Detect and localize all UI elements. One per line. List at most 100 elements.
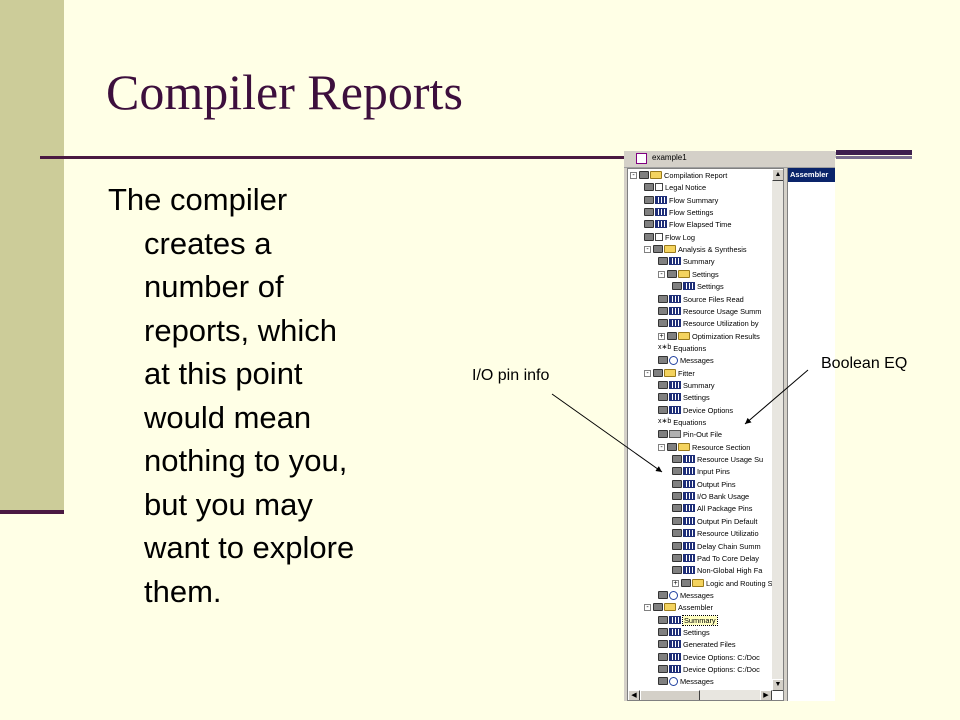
folder-icon <box>678 443 690 452</box>
printer-icon <box>672 467 682 476</box>
tree-item[interactable]: Pad To Core Delay <box>672 553 759 565</box>
tree-item-label: Generated Files <box>683 640 736 649</box>
tree-item[interactable]: +Optimization Results <box>658 331 760 343</box>
tree-item[interactable]: Messages <box>658 676 714 688</box>
body-line: creates a <box>144 225 272 261</box>
horizontal-scrollbar[interactable]: ◀ ▶ <box>628 690 772 700</box>
table-icon <box>655 196 667 205</box>
tree-item[interactable]: -Analysis & Synthesis <box>644 244 747 256</box>
tree-item[interactable]: Non-Global High Fa <box>672 565 762 577</box>
printer-icon <box>658 257 668 266</box>
tree-item[interactable]: Output Pins <box>672 479 736 491</box>
tree-item[interactable]: Messages <box>658 355 714 367</box>
printer-icon <box>681 579 691 588</box>
tree-item[interactable]: Source Files Read <box>658 294 744 306</box>
tree-item[interactable]: Settings <box>658 627 710 639</box>
tree-item[interactable]: Resource Utilization by <box>658 318 759 330</box>
scroll-left-icon[interactable]: ◀ <box>628 690 640 700</box>
folder-icon <box>664 369 676 378</box>
printer-icon <box>667 443 677 452</box>
scroll-down-icon[interactable]: ▼ <box>772 679 783 691</box>
tree-item[interactable]: Flow Log <box>644 232 695 244</box>
scroll-up-icon[interactable]: ▲ <box>772 169 783 181</box>
printer-icon <box>672 554 682 563</box>
printer-icon <box>658 628 668 637</box>
scroll-right-icon[interactable]: ▶ <box>760 690 772 700</box>
window-header: example1 <box>624 151 835 168</box>
tree-item[interactable]: Delay Chain Summ <box>672 541 761 553</box>
tree-item[interactable]: Flow Settings <box>644 207 713 219</box>
table-icon <box>669 640 681 649</box>
tree-item-label: Messages <box>680 356 714 365</box>
tree-item[interactable]: Resource Usage Su <box>672 454 763 466</box>
tree-item-label: Summary <box>683 381 715 390</box>
content-header: Assembler <box>788 168 835 182</box>
tree-item[interactable]: Summary <box>658 615 718 627</box>
tree-item[interactable]: All Package Pins <box>672 503 752 515</box>
table-icon <box>669 393 681 402</box>
printer-icon <box>658 307 668 316</box>
folder-icon <box>692 579 704 588</box>
collapse-icon[interactable]: - <box>644 245 651 253</box>
tree-item-label: Device Options: C:/Doc <box>683 653 760 662</box>
tree-item[interactable]: -Fitter <box>644 368 695 380</box>
collapse-icon[interactable]: - <box>658 270 665 278</box>
tree-item-label: Equations <box>673 344 707 353</box>
tree-item[interactable]: +Logic and Routing S <box>672 578 773 590</box>
tree-item[interactable]: -Compilation Report <box>630 170 727 182</box>
tree-item[interactable]: - Assembler <box>644 602 713 614</box>
table-icon <box>669 665 681 674</box>
tree-item-label: Output Pin Default <box>697 517 758 526</box>
table-icon <box>683 554 695 563</box>
tree-item-label: Assembler <box>678 603 713 612</box>
horizontal-scroll-thumb[interactable] <box>640 690 700 700</box>
tree-item[interactable]: Generated Files <box>658 639 736 651</box>
tree-item[interactable]: Device Options: C:/Doc <box>658 652 760 664</box>
slide-title: Compiler Reports <box>106 64 463 120</box>
printer-icon <box>658 406 668 415</box>
collapse-icon[interactable]: - <box>644 369 651 377</box>
tree-item[interactable]: Summary <box>658 256 715 268</box>
tree-item[interactable]: Input Pins <box>672 466 730 478</box>
tree-item-label: Source Files Read <box>683 295 744 304</box>
tree-item[interactable]: Flow Summary <box>644 195 718 207</box>
tree-item[interactable]: Settings <box>672 281 724 293</box>
tree-item[interactable]: Legal Notice <box>644 182 706 194</box>
printer-icon <box>658 356 668 365</box>
tree-item[interactable]: Resource Usage Summ <box>658 306 761 318</box>
tree-item[interactable]: I/O Bank Usage <box>672 491 749 503</box>
tree-item[interactable]: Resource Utilizatio <box>672 528 759 540</box>
vertical-scrollbar[interactable]: ▲ ▼ <box>772 169 783 691</box>
tree-item[interactable]: -Settings <box>658 269 719 281</box>
body-line: want to explore <box>144 530 355 565</box>
printer-icon <box>658 653 668 662</box>
tree-item[interactable]: Flow Elapsed Time <box>644 219 731 231</box>
tree-item[interactable]: Output Pin Default <box>672 516 757 528</box>
printer-icon <box>658 665 668 674</box>
expand-icon[interactable]: + <box>672 579 679 587</box>
collapse-icon[interactable]: - <box>630 171 637 179</box>
collapse-icon[interactable]: - <box>658 443 665 451</box>
table-icon <box>683 480 695 489</box>
tree-item-label: Resource Section <box>692 443 751 452</box>
collapse-icon[interactable]: - <box>644 603 651 611</box>
tree-item[interactable]: Messages <box>658 590 714 602</box>
tree-item[interactable]: Settings <box>658 392 710 404</box>
expand-icon[interactable]: + <box>658 332 665 340</box>
tree-item[interactable]: Summary <box>658 380 715 392</box>
tree-item[interactable]: - Resource Section <box>658 442 750 454</box>
io-pin-annotation: I/O pin info <box>472 367 550 384</box>
table-icon <box>683 566 695 575</box>
body-line: number of <box>144 269 284 304</box>
printer-icon <box>644 208 654 217</box>
equations-icon: x∗b <box>658 418 672 426</box>
tree-item[interactable]: Device Options <box>658 405 733 417</box>
tree-item[interactable]: Pin-Out File <box>658 429 722 441</box>
tree-item[interactable]: Device Options: C:/Doc <box>658 664 760 676</box>
table-icon <box>683 529 695 538</box>
table-icon <box>669 406 681 415</box>
